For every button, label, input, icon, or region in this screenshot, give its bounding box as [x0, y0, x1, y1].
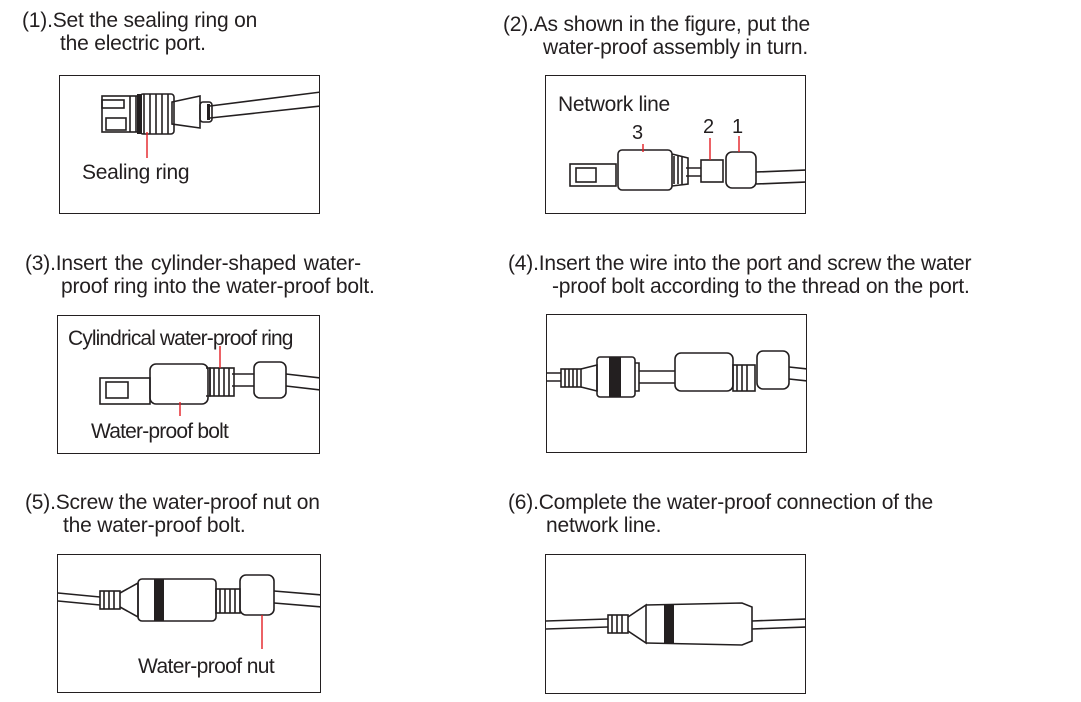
- part-2-label: 2: [703, 116, 715, 138]
- cylindrical-ring-label: Cylindrical water-proof ring: [68, 327, 293, 350]
- step-2-caption: (2).As shown in the figure, put the wate…: [503, 13, 810, 59]
- step-3-line2: proof ring into the water-proof bolt.: [61, 275, 375, 298]
- step-3-caption: (3).Insert the cylinder-shaped water- pr…: [25, 252, 375, 298]
- step-1-illustration: Sealing ring: [59, 75, 320, 214]
- rj45-port-with-sealing-ring-drawing: [101, 91, 319, 158]
- step-4-line1: (4).Insert the wire into the port and sc…: [508, 252, 972, 275]
- part-1-label: 1: [732, 116, 744, 138]
- step-1-caption: (1).Set the sealing ring on the electric…: [22, 9, 257, 55]
- step-1-line2: the electric port.: [60, 32, 206, 55]
- waterproof-bolt-label: Water-proof bolt: [91, 420, 229, 443]
- step-6-illustration: [545, 554, 806, 694]
- step-4-illustration: [546, 314, 807, 453]
- step-1-line1: (1).Set the sealing ring on: [22, 9, 258, 32]
- step-2-line2: water-proof assembly in turn.: [543, 36, 808, 59]
- nut-screwed-on-bolt-drawing: [58, 574, 320, 649]
- step-5-line1: (5).Screw the water-proof nut on: [25, 491, 320, 514]
- waterproof-assembly-exploded-drawing: [569, 136, 805, 191]
- step-6-line1: (6).Complete the water-proof connection …: [508, 491, 934, 514]
- step-4-caption: (4).Insert the wire into the port and sc…: [508, 252, 971, 298]
- step-5-line2: the water-proof bolt.: [63, 514, 246, 537]
- bolt-screw-onto-port-drawing: [547, 350, 806, 398]
- step-2-line1: (2).As shown in the figure, put the: [503, 13, 811, 36]
- waterproof-nut-label: Water-proof nut: [138, 655, 275, 678]
- step-6-caption: (6).Complete the water-proof connection …: [508, 491, 933, 537]
- step-6-line2: network line.: [546, 514, 662, 537]
- network-line-label: Network line: [558, 93, 670, 116]
- step-5-illustration: Water-proof nut: [57, 554, 321, 693]
- step-3-illustration: Cylindrical water-proof ring Water-proof…: [57, 315, 320, 454]
- step-3-line1: (3).Insert the cylinder-shaped water-: [25, 252, 361, 275]
- sealing-ring-label: Sealing ring: [82, 161, 190, 184]
- part-3-label: 3: [632, 122, 644, 144]
- cylindrical-ring-insertion-drawing: [99, 346, 319, 416]
- completed-waterproof-connection-drawing: [546, 602, 805, 646]
- step-5-caption: (5).Screw the water-proof nut on the wat…: [25, 491, 320, 537]
- step-2-illustration: Network line 3 2 1: [545, 75, 806, 214]
- step-4-line2: -proof bolt according to the thread on t…: [552, 275, 970, 298]
